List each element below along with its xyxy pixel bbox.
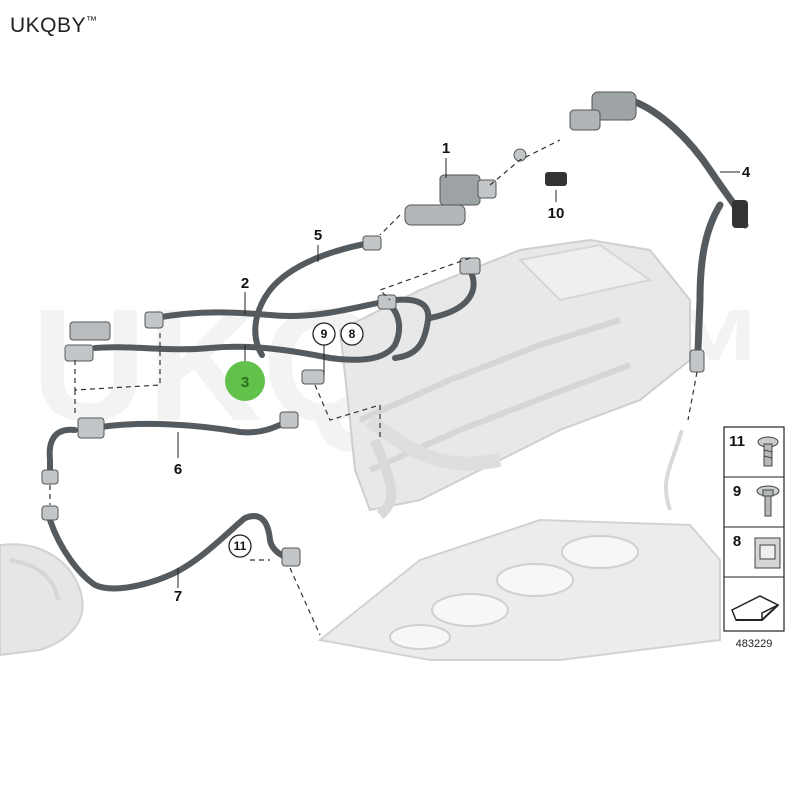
lower-hose-shadow: [663, 429, 684, 511]
air-intake-pipe-illustration: [0, 543, 84, 657]
callout-11: 11: [234, 539, 247, 553]
assembly-lines: [49, 139, 698, 636]
canister-neck: [569, 109, 601, 131]
callout-6: 6: [174, 461, 182, 478]
callout-10: 10: [548, 205, 565, 222]
connector-e: [64, 344, 94, 362]
connector-b: [362, 235, 382, 251]
connector-k: [41, 505, 59, 521]
legend-panel: 11 9 8: [723, 426, 785, 632]
hose-2: [152, 296, 432, 361]
hose-group: [46, 96, 749, 592]
brand-name: UKQBY: [10, 14, 87, 37]
leader-lines: [177, 158, 740, 588]
clip-icon: [754, 537, 781, 569]
callout-9: 9: [321, 327, 328, 341]
fitting-group: [41, 91, 748, 567]
canister-body: [591, 91, 637, 121]
callout-8: 8: [349, 327, 356, 341]
connector-g: [377, 294, 397, 310]
connector-f: [301, 369, 325, 385]
callout-3-highlight: [225, 361, 265, 401]
hose-4: [626, 96, 749, 229]
callout-5: 5: [314, 227, 322, 244]
connector-h: [77, 417, 105, 439]
hose-6: [92, 417, 293, 436]
hose-center: [427, 267, 477, 321]
callout-3: 3: [241, 374, 249, 391]
connector-i: [279, 411, 299, 429]
callout-4: 4: [742, 164, 751, 181]
part-10-clip: [545, 172, 567, 186]
connector-j: [41, 469, 59, 485]
brand-trademark: ™: [86, 15, 98, 27]
callout-11-circle: [228, 534, 252, 558]
connector-d: [144, 311, 164, 329]
callout-7: 7: [174, 588, 182, 605]
brand-logo: UKQBY™: [10, 14, 98, 38]
connector-m: [689, 349, 705, 373]
legend-item-9-label: 9: [733, 483, 741, 500]
part-1-valve-body: [439, 174, 481, 206]
connector-left-top: [69, 321, 111, 341]
connector-c: [459, 257, 481, 275]
hose-3: [92, 302, 403, 363]
diagram-number: 483229: [736, 638, 773, 650]
screw-icon: [757, 436, 779, 467]
dash-6: [314, 384, 381, 421]
hose-5: [252, 239, 378, 358]
legend-border: [723, 426, 785, 632]
dash-2: [379, 214, 401, 236]
dash-9: [289, 567, 321, 636]
engine-block-illustration: [317, 518, 721, 661]
dash-10: [687, 371, 698, 421]
bolt-icon: [756, 485, 780, 517]
connector-l: [281, 547, 301, 567]
dash-3: [378, 257, 471, 301]
hose-7: [47, 513, 298, 592]
callout-8-circle: [340, 322, 364, 346]
hose-6-left: [46, 426, 78, 478]
part-1-valve-tee: [404, 204, 466, 226]
hose-4-lower: [694, 201, 724, 354]
intake-pipe-rib: [9, 558, 60, 601]
legend-item-8-label: 8: [733, 533, 741, 550]
callout-2: 2: [241, 275, 249, 292]
legend-item-11-label: 11: [729, 433, 745, 450]
hose-4-clip: [732, 200, 748, 228]
dash-1: [489, 139, 561, 186]
arrow-symbol-icon: [731, 595, 780, 621]
connector-a: [513, 148, 527, 162]
callout-1: 1: [442, 140, 450, 157]
dash-4: [74, 330, 161, 391]
